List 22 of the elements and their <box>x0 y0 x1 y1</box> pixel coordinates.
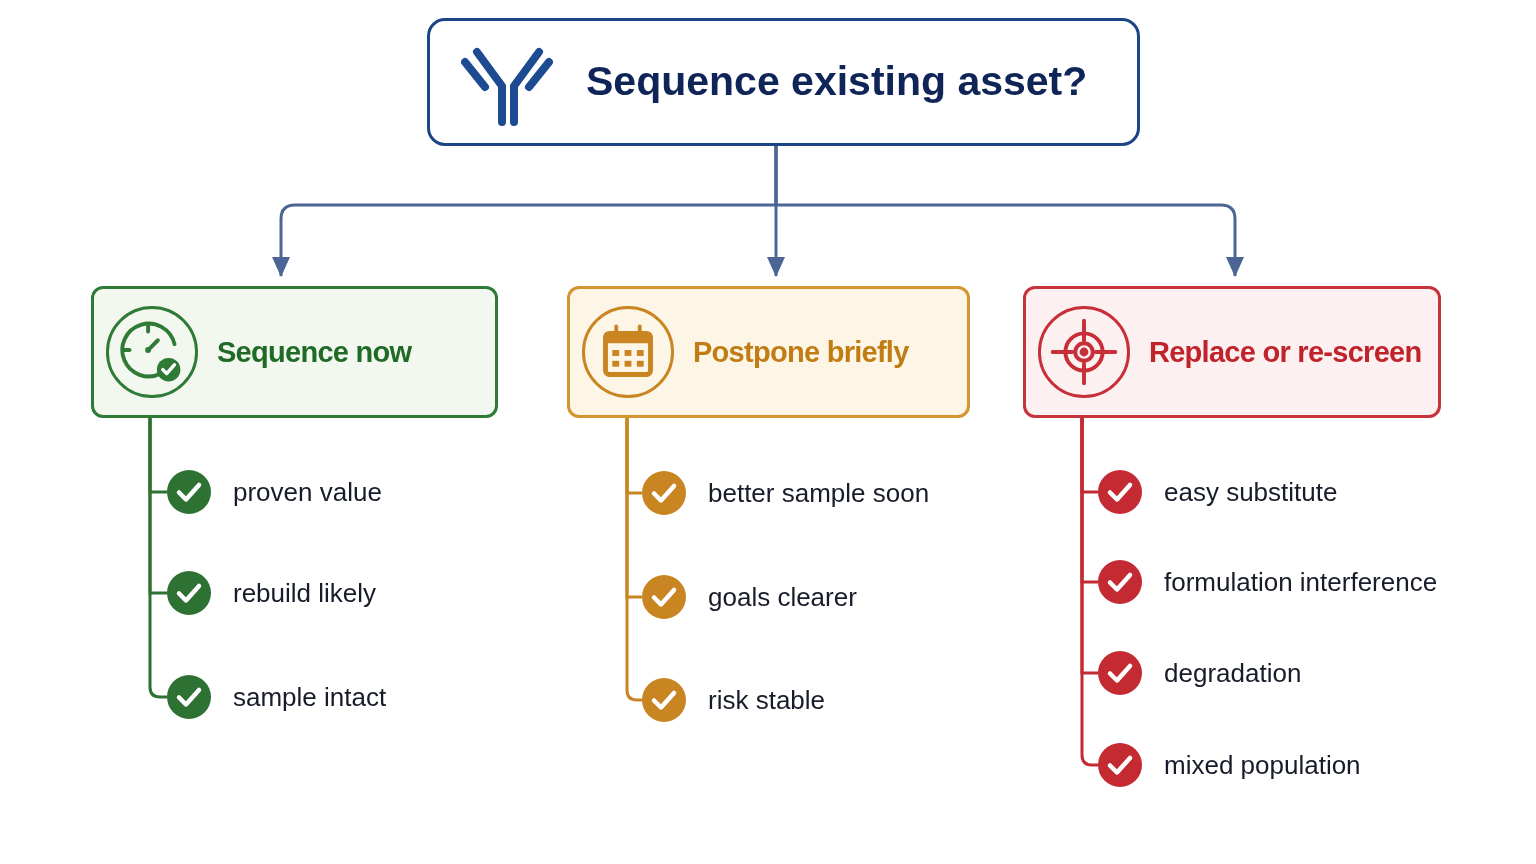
tree-line <box>625 418 642 702</box>
reason-text: easy substitute <box>1164 475 1338 509</box>
question-box <box>427 18 1140 146</box>
question-text: Sequence existing asset? <box>586 57 1088 107</box>
option-title: Sequence now <box>217 334 412 370</box>
option-box <box>1023 286 1441 418</box>
option-title: Postpone briefly <box>693 334 909 370</box>
option-box <box>91 286 498 418</box>
reason-text: goals clearer <box>708 580 857 614</box>
tree-line <box>148 418 167 699</box>
reason-text: degradation <box>1164 656 1302 690</box>
arrow <box>774 146 1244 277</box>
reason-text: mixed population <box>1164 748 1361 782</box>
reason-text: risk stable <box>708 683 826 717</box>
option-box <box>567 286 970 418</box>
reason-text: better sample soon <box>708 476 930 510</box>
reason-text: rebuild likely <box>233 576 377 610</box>
reason-text: proven value <box>233 475 382 509</box>
reason-text: sample intact <box>233 680 387 714</box>
reason-text: formulation interference <box>1164 565 1438 599</box>
option-title: Replace or re-screen <box>1149 334 1422 370</box>
tree-line <box>1080 418 1098 767</box>
